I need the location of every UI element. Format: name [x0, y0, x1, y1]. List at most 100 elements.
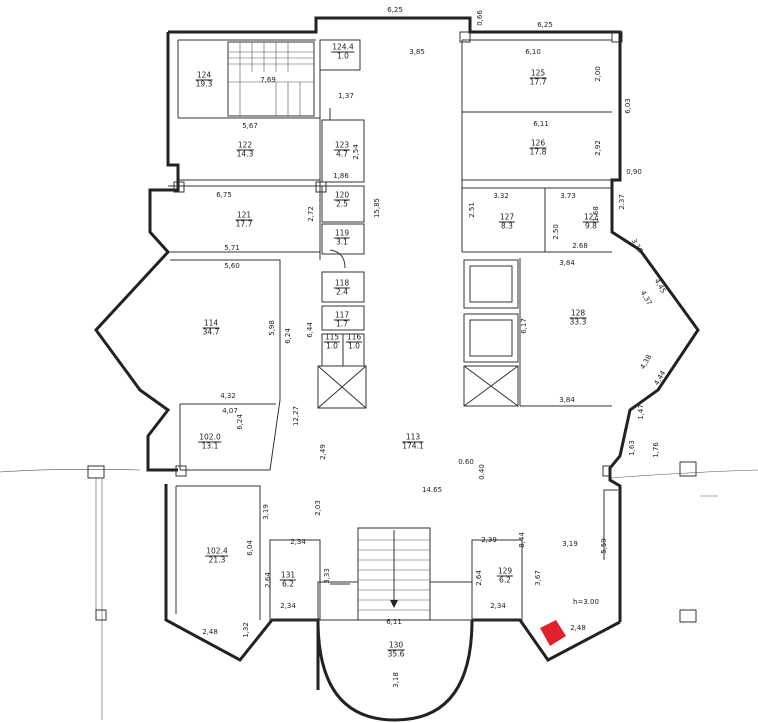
column-marker	[87, 465, 105, 479]
dim-label: 6,03	[624, 98, 632, 114]
elevator-right-bottom	[463, 313, 519, 363]
dim-label: 2.68	[572, 242, 588, 250]
dim-label: 8,44	[518, 532, 526, 548]
outer-wall-left	[94, 32, 180, 472]
elevator-right-top	[463, 259, 519, 309]
dim-label: 5,98	[268, 320, 276, 336]
elevator-shaft-left	[317, 365, 367, 409]
dim-label: 4,32	[220, 392, 236, 400]
dim-label: 4,07	[222, 407, 238, 415]
dim-label: 1,37	[338, 92, 354, 100]
dim-label: 3.73	[560, 192, 576, 200]
dim-label: 12,27	[292, 405, 300, 427]
dim-label: 3,67	[534, 570, 542, 586]
dim-label: 2.51	[468, 202, 476, 218]
dim-label: 3,84	[559, 396, 575, 404]
dim-label: 0.60	[458, 458, 474, 466]
dim-label: 1,86	[333, 172, 349, 180]
dim-label: 2,48	[570, 624, 586, 632]
dim-label: 5,59	[600, 538, 608, 554]
dim-label: 3,33	[323, 568, 331, 584]
dim-label: 3.32	[493, 192, 509, 200]
dim-label: 0.40	[478, 464, 486, 480]
dim-label: 2,72	[307, 206, 315, 222]
dim-label: 2,64	[264, 572, 272, 588]
stair-bottom-center	[357, 527, 431, 621]
room-124-4	[319, 39, 361, 71]
dim-label: 6,75	[216, 191, 232, 199]
dim-label: 2.50	[552, 224, 560, 240]
dim-label: 0,90	[626, 168, 642, 176]
dim-label: 0,66	[476, 10, 484, 26]
dim-label: 7,69	[260, 76, 276, 84]
dim-label: 2,92	[594, 140, 602, 156]
dim-label: 1,32	[242, 622, 250, 638]
dim-label: 6,11	[386, 618, 402, 626]
dim-label: 6,11	[533, 120, 549, 128]
dim-label: 2,34	[280, 602, 296, 610]
dim-label: 2,49	[319, 444, 327, 460]
dim-label: 6,25	[537, 21, 553, 29]
dim-label: 6,24	[236, 414, 244, 430]
dim-label: 3,85	[409, 48, 425, 56]
dim-label: 3,19	[562, 540, 578, 548]
dim-label: 2,34	[490, 602, 506, 610]
dim-label: 6,24	[284, 328, 292, 344]
dim-label: 2,54	[352, 144, 360, 160]
dim-label: 5,60	[224, 262, 240, 270]
dim-label: 3,18	[392, 672, 400, 688]
dim-label: 2,00	[594, 66, 602, 82]
dim-label: 3,84	[559, 259, 575, 267]
stair-top-left	[227, 41, 315, 117]
site-line-right	[609, 469, 758, 479]
dim-label: 1.68	[592, 206, 600, 222]
dim-label: h=3.00	[573, 598, 599, 606]
dim-label: 2.37	[618, 194, 626, 210]
dim-label: 5,67	[242, 122, 258, 130]
site-line-left	[0, 469, 141, 473]
dim-label: 1,63	[628, 440, 636, 456]
dim-label: 2,48	[202, 628, 218, 636]
dim-label: 6,44	[306, 322, 314, 338]
dim-label: 2,03	[314, 500, 322, 516]
dim-label: 1,76	[652, 442, 660, 458]
dim-label: 6,25	[387, 6, 403, 14]
dim-label: 6,17	[520, 318, 528, 334]
dim-label: 1,47	[637, 404, 645, 420]
dim-label: 2,39	[481, 536, 497, 544]
dim-label: 2,64	[475, 570, 483, 586]
dim-label: 2,34	[290, 538, 306, 546]
dim-label: 14.65	[421, 486, 443, 494]
red-marker	[540, 620, 566, 646]
dim-label: 5,71	[224, 244, 240, 252]
dim-label: 3,19	[262, 504, 270, 520]
dim-label: 6,10	[525, 48, 541, 56]
dim-label: 15,85	[373, 197, 381, 219]
dim-label: 6,04	[246, 540, 254, 556]
